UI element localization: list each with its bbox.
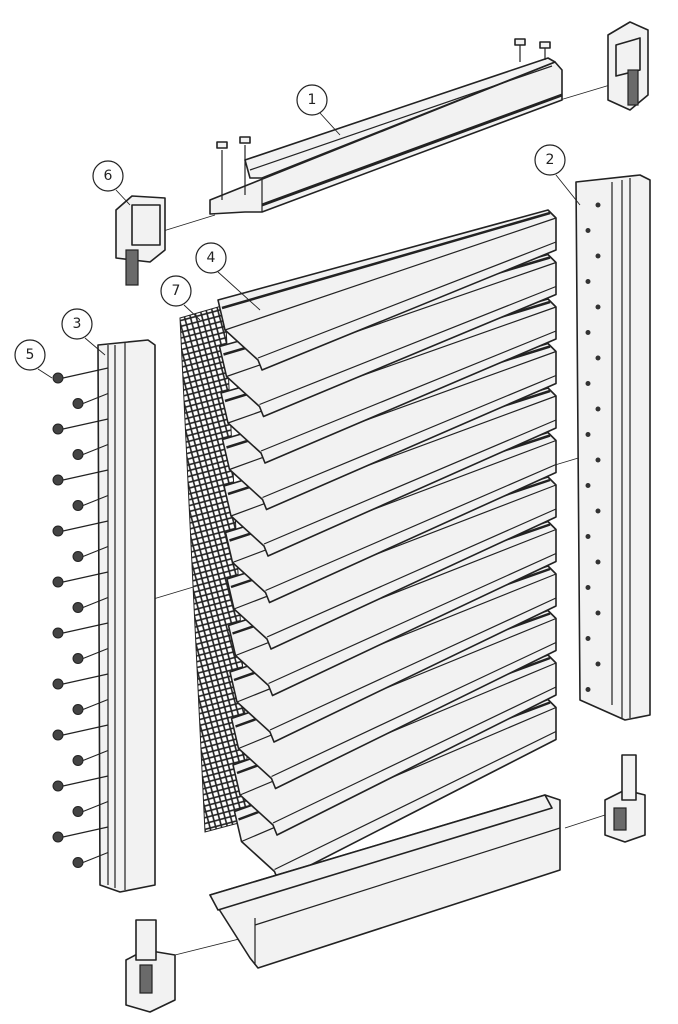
screw [72, 851, 109, 868]
screw [52, 367, 109, 384]
screws [52, 367, 109, 868]
left-side-post [97, 339, 156, 893]
post-hole [585, 432, 591, 437]
screw [72, 494, 109, 511]
screw [52, 724, 109, 741]
callout-label: 7 [172, 283, 181, 299]
right-side-post [575, 174, 651, 721]
callout-label: 6 [104, 168, 113, 184]
post-hole [585, 381, 591, 386]
callout-1: 1 [296, 84, 328, 116]
post-hole [595, 355, 601, 361]
post-hole [585, 585, 591, 590]
louver-blades [217, 209, 557, 883]
post-hole [595, 508, 601, 514]
callout-3: 3 [61, 308, 93, 340]
post-hole [595, 202, 601, 208]
post-holes [585, 202, 601, 692]
callout-5: 5 [14, 339, 46, 371]
end-cap-top-left [115, 195, 166, 286]
callout-7: 7 [160, 275, 192, 307]
post-hole [595, 304, 601, 310]
screw [52, 571, 109, 588]
screw [52, 775, 109, 792]
screw [52, 520, 109, 537]
screw [72, 392, 109, 409]
top-rail [209, 38, 563, 215]
post-hole [585, 534, 591, 539]
callout-label: 2 [546, 152, 555, 168]
post-hole [595, 610, 601, 616]
callout-6: 6 [92, 160, 124, 192]
end-cap-bottom-left [125, 919, 176, 1013]
screw [52, 469, 109, 486]
callout-label: 4 [207, 250, 216, 266]
screw [72, 443, 109, 460]
post-hole [595, 406, 601, 412]
end-cap-top-right [607, 21, 649, 111]
post-hole [585, 687, 591, 692]
screw [72, 596, 109, 613]
screw [52, 622, 109, 639]
assembly-axis-lines [149, 84, 611, 956]
callout-leaders [37, 112, 581, 379]
callout-label: 5 [26, 347, 35, 363]
post-hole [585, 279, 591, 284]
bottom-rail [209, 794, 561, 969]
screw [72, 647, 109, 664]
callout-2: 2 [534, 144, 566, 176]
callout-label: 3 [73, 316, 82, 332]
screw [52, 418, 109, 435]
post-hole [595, 457, 601, 463]
post-hole [585, 483, 591, 488]
callout-label: 1 [308, 92, 317, 108]
bolts [216, 38, 551, 200]
end-cap-bottom-right [604, 754, 646, 843]
post-hole [585, 636, 591, 641]
post-hole [595, 253, 601, 259]
screw [52, 673, 109, 690]
post-hole [585, 330, 591, 335]
screw [72, 800, 109, 817]
callout-4: 4 [195, 242, 227, 274]
screw [72, 545, 109, 562]
post-hole [595, 661, 601, 667]
screw [72, 749, 109, 766]
louver-blade [217, 209, 557, 371]
post-hole [595, 559, 601, 565]
screw [52, 826, 109, 843]
post-hole [585, 228, 591, 233]
screw [72, 698, 109, 715]
